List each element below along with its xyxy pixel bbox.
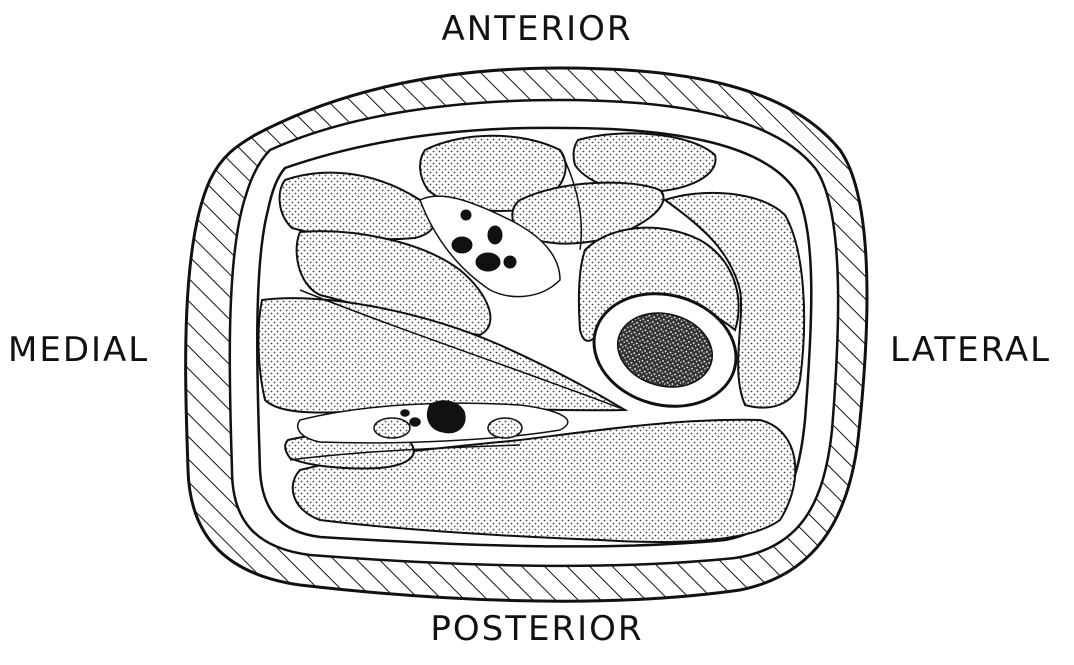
vessel-posterior-small-1: [410, 418, 420, 426]
vessel-posterior-main: [428, 401, 465, 433]
vessel-anterior-3: [504, 256, 516, 268]
vessel-anterior-1: [452, 237, 472, 253]
nerve-posterior-1: [374, 418, 410, 438]
vessel-anterior-5: [461, 210, 471, 220]
nerve-posterior-2: [488, 418, 522, 438]
vessel-anterior-4: [488, 226, 502, 244]
vessel-posterior-small-2: [401, 410, 409, 416]
vessel-anterior-2: [476, 253, 500, 271]
